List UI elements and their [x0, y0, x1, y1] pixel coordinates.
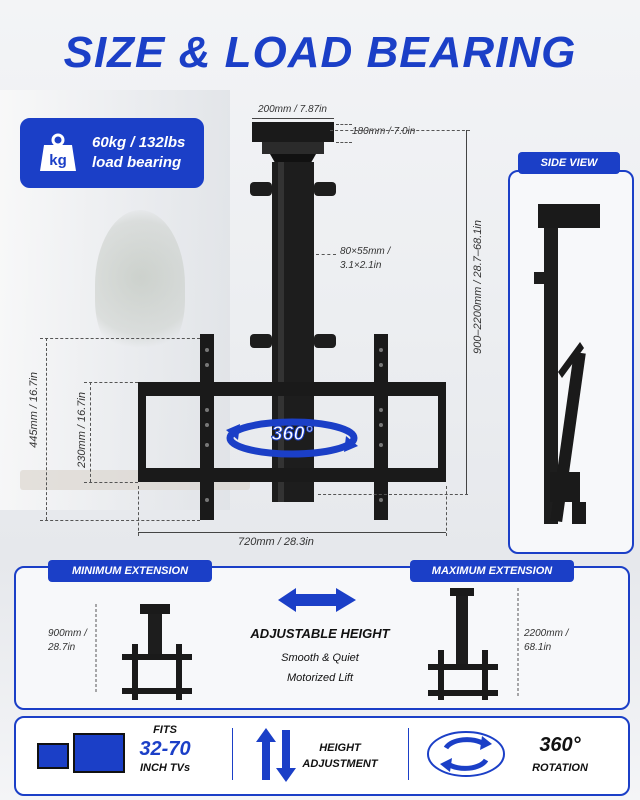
- dim-bracket-width: 720mm / 28.3in: [238, 536, 314, 548]
- dim-top-height: 180mm / 7.0in: [352, 126, 416, 137]
- adjustable-height-sub1: Smooth & Quiet: [281, 652, 359, 664]
- min-extension-value-in: 28.7in: [48, 642, 76, 653]
- divider: [408, 728, 409, 780]
- background-plant: [95, 210, 185, 360]
- dim-guide: [316, 254, 336, 255]
- dim-line-bracket-width: [138, 532, 446, 533]
- min-extension-value: 900mm /: [48, 628, 87, 639]
- dim-guide: [330, 130, 470, 131]
- horizontal-arrows-icon: [278, 588, 356, 612]
- rotation-label-bottom: ROTATION: [532, 762, 588, 774]
- max-extension-value: 2200mm /: [524, 628, 569, 639]
- dim-line-total-height: [466, 130, 467, 495]
- rotation-icon: [427, 731, 505, 777]
- dim-guide: [446, 486, 447, 536]
- dim-guide: [84, 382, 138, 383]
- mount-drawing: 360°: [138, 122, 446, 520]
- load-bearing-badge: kg 60kg / 132lbs load bearing: [20, 118, 204, 188]
- min-extension-tab: MINIMUM EXTENSION: [48, 560, 212, 582]
- dim-guide: [84, 482, 138, 483]
- dim-guide: [40, 520, 200, 521]
- load-capacity: 60kg / 132lbs: [92, 134, 186, 151]
- extension-panel: [14, 566, 630, 710]
- extension-drawings: [95, 588, 519, 700]
- max-extension-tab: MAXIMUM EXTENSION: [410, 560, 574, 582]
- dim-top-width: 200mm / 7.87in: [258, 104, 327, 115]
- max-extension-value-in: 68.1in: [524, 642, 552, 653]
- adjustable-height-sub2: Motorized Lift: [286, 672, 354, 684]
- divider: [232, 728, 233, 780]
- dim-tube-size: 80×55mm /: [340, 246, 391, 257]
- dim-guide: [336, 124, 352, 125]
- rotation-label: 360°: [271, 423, 313, 445]
- svg-text:kg: kg: [49, 152, 67, 169]
- fits-label: FITS: [153, 724, 177, 736]
- side-view-tab: SIDE VIEW: [518, 152, 620, 174]
- dim-line-top-width: [252, 118, 334, 119]
- height-label-1: HEIGHT: [319, 742, 361, 754]
- rotation-value: 360°: [539, 734, 581, 756]
- dim-line-vesa-height: [90, 382, 91, 482]
- height-label-2: ADJUSTMENT: [302, 758, 378, 770]
- dim-line-bracket-height: [46, 338, 47, 520]
- dim-tube-size-in: 3.1×2.1in: [340, 260, 382, 271]
- dim-guide: [138, 486, 139, 536]
- weight-kg-icon: kg: [36, 131, 80, 175]
- page-title: SIZE & LOAD BEARING: [63, 28, 577, 77]
- dim-guide: [40, 338, 200, 339]
- side-view-drawing: [534, 204, 600, 524]
- dim-guide: [318, 494, 468, 495]
- tv-sizes-icon: [37, 733, 125, 773]
- rotation-arrow-icon: [226, 418, 358, 458]
- vertical-arrows-icon: [256, 728, 296, 782]
- fits-unit: INCH TVs: [139, 762, 191, 774]
- fits-range: 32-70: [139, 738, 191, 760]
- load-caption: load bearing: [92, 154, 182, 171]
- adjustable-height-headline: ADJUSTABLE HEIGHT: [250, 626, 390, 641]
- dim-guide: [336, 142, 352, 143]
